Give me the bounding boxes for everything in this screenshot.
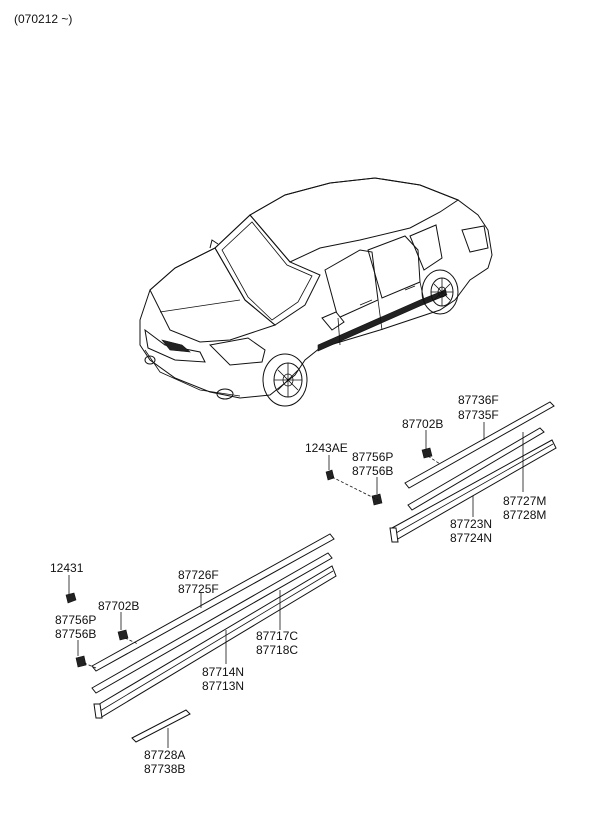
label-87756P-right: 87756P bbox=[352, 450, 393, 464]
label-87717C: 87717C bbox=[256, 629, 298, 643]
label-87718C: 87718C bbox=[256, 643, 298, 657]
date-code-label: (070212 ~) bbox=[14, 12, 72, 26]
label-87735F: 87735F bbox=[458, 408, 499, 422]
label-87702B-left: 87702B bbox=[98, 599, 139, 613]
label-12431: 12431 bbox=[50, 561, 84, 575]
part-labels: 87736F 87735F 87702B 1243AE 87756P 87756… bbox=[50, 393, 546, 776]
garnish-strip-right bbox=[407, 427, 545, 511]
clip-87756-left bbox=[75, 655, 87, 668]
label-87728A: 87728A bbox=[144, 748, 185, 762]
left-parts-group bbox=[65, 533, 337, 743]
label-87723N: 87723N bbox=[450, 517, 492, 531]
leader-lines bbox=[68, 422, 524, 748]
clip-87702B-right bbox=[421, 447, 433, 459]
screw-1243AE bbox=[325, 469, 335, 481]
label-87756B-left: 87756B bbox=[55, 627, 96, 641]
clip-87702B-left bbox=[117, 629, 129, 641]
garnish-strip-left bbox=[91, 552, 333, 694]
right-parts-group bbox=[325, 401, 557, 543]
label-87728M: 87728M bbox=[503, 508, 546, 522]
label-1243AE: 1243AE bbox=[305, 441, 348, 455]
door-molding-strip-upper-right bbox=[404, 401, 555, 489]
screw-12431 bbox=[65, 592, 77, 604]
door-molding-strip-upper-left bbox=[91, 533, 335, 672]
label-87756B-right: 87756B bbox=[352, 464, 393, 478]
label-87714N: 87714N bbox=[202, 665, 244, 679]
label-87756P-left: 87756P bbox=[55, 613, 96, 627]
label-87724N: 87724N bbox=[450, 531, 492, 545]
label-87725F: 87725F bbox=[178, 582, 219, 596]
label-87727M: 87727M bbox=[503, 494, 546, 508]
label-87736F: 87736F bbox=[458, 393, 499, 407]
label-87726F: 87726F bbox=[178, 568, 219, 582]
car-illustration bbox=[139, 177, 493, 407]
molding-strip-small bbox=[131, 709, 191, 743]
label-87702B-right: 87702B bbox=[402, 417, 443, 431]
label-87738B: 87738B bbox=[144, 762, 185, 776]
label-87713N: 87713N bbox=[202, 679, 244, 693]
